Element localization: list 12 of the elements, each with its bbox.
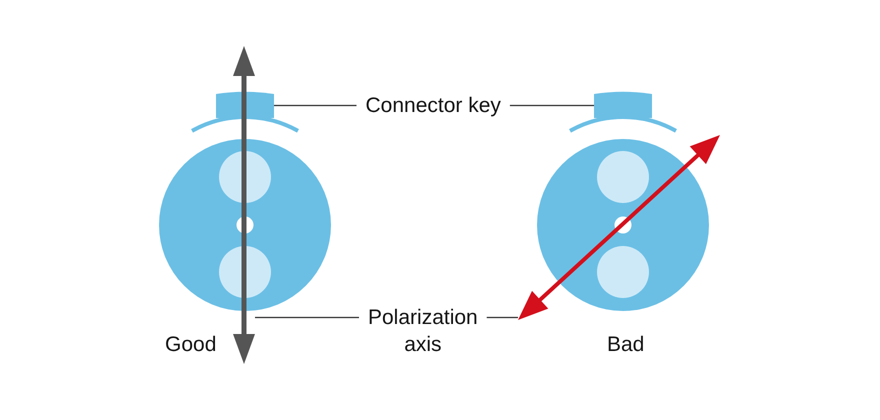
leader-line (510, 104, 594, 106)
leader-line (274, 104, 356, 106)
leader-line (255, 316, 359, 318)
verdict-label: Bad (607, 332, 644, 358)
connector-key-tab (594, 91, 652, 118)
callout-label: Connector key (366, 92, 501, 119)
connector-key-tab (216, 91, 274, 118)
callout-label: Polarization axis (368, 304, 478, 358)
verdict-label: Good (165, 332, 216, 358)
leader-line (486, 316, 518, 318)
polarization-axis-arrow (233, 46, 255, 364)
polarization-axis-arrow (518, 135, 720, 320)
